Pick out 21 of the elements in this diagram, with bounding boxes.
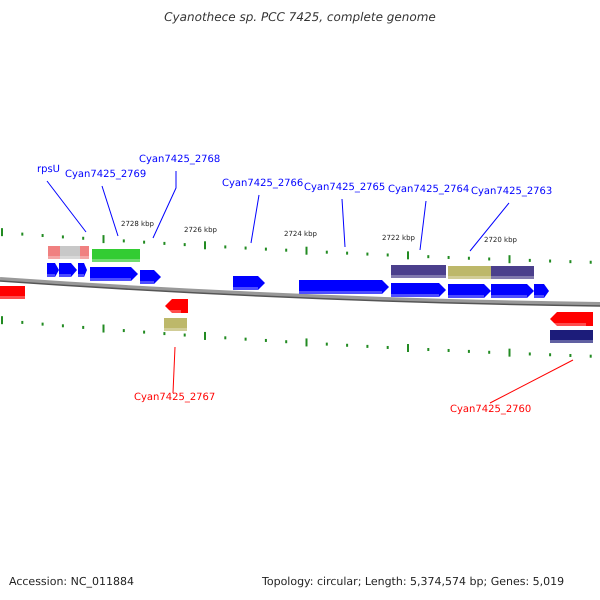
leader-line xyxy=(102,186,118,236)
gene-label: Cyan7425_2769 xyxy=(65,170,146,180)
genome-summary: Topology: circular; Length: 5,374,574 bp; Genes: 5,019 xyxy=(262,576,564,587)
gene-label: Cyan7425_2760 xyxy=(450,405,532,415)
gene-label: Cyan7425_2768 xyxy=(139,155,220,165)
gene-label: Cyan7425_2763 xyxy=(471,187,552,197)
leader-line xyxy=(420,200,426,250)
gene-label: Cyan7425_2766 xyxy=(222,179,304,189)
gene-label: Cyan7425_2767 xyxy=(134,393,216,403)
leader-line xyxy=(172,346,176,394)
accession-text: Accession: NC_011884 xyxy=(9,576,134,587)
leader-line xyxy=(152,170,176,238)
leader-line xyxy=(46,180,86,232)
leader-line xyxy=(470,202,510,252)
leader-line xyxy=(250,194,260,244)
gene-label: Cyan7425_2765 xyxy=(304,183,386,193)
leader-line xyxy=(490,360,574,404)
leader-line xyxy=(342,198,346,248)
map-title: Cyanothece sp. PCC 7425, complete genome xyxy=(163,11,437,23)
gene-label: Cyan7425_2764 xyxy=(388,185,470,195)
gene-label: rpsU xyxy=(37,165,60,175)
